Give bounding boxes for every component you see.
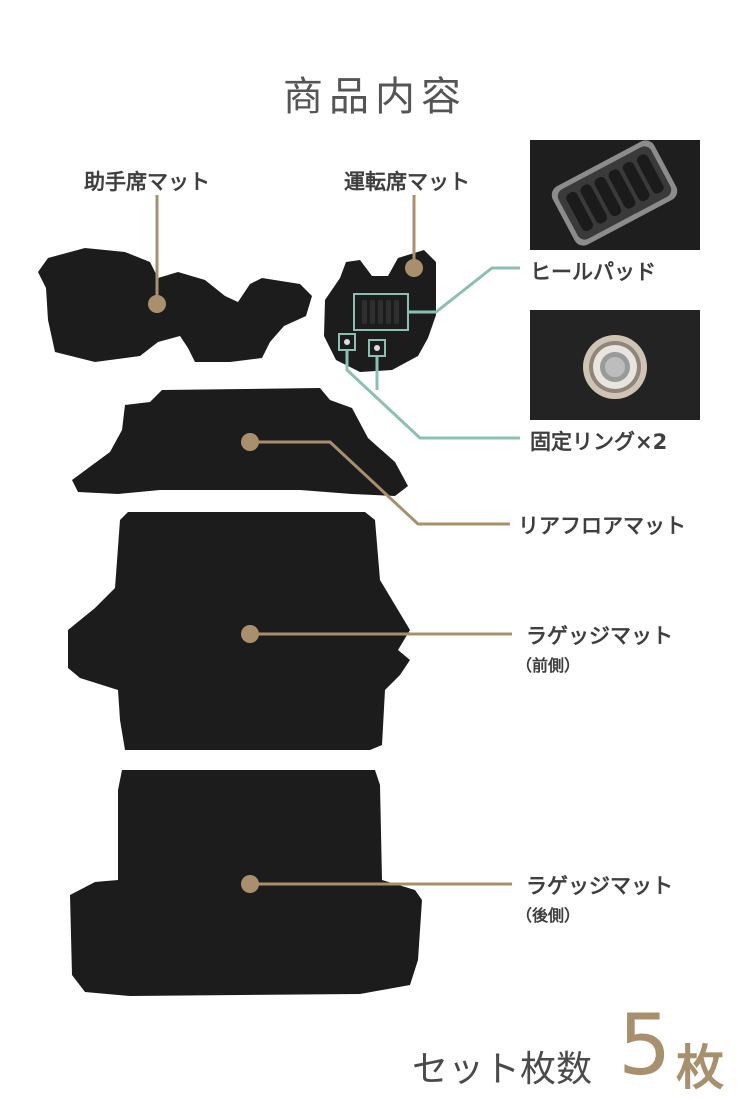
luggage-mat-rear-label: ラゲッジマット [526, 874, 673, 898]
page-title: 商品内容 [283, 74, 467, 120]
rear-floor-mat-label: リアフロアマット [518, 514, 686, 538]
heel-pad-photo [530, 140, 700, 250]
heel-pad-label: ヒールパッド [530, 260, 656, 284]
fixing-ring-label: 固定リング×2 [530, 430, 668, 454]
set-count-unit: 枚 [676, 1040, 725, 1096]
passenger-mat [38, 248, 312, 362]
luggage-mat-rear-sublabel: （後側） [516, 906, 581, 925]
luggage-mat-front-label: ラゲッジマット [526, 624, 673, 648]
set-count-number: 5 [618, 996, 672, 1094]
set-count-label: セット枚数 [412, 1049, 593, 1090]
passenger-mat-label: 助手席マット [84, 170, 210, 194]
luggage-mat-front-sublabel: （前側） [516, 656, 581, 675]
driver-mat-label: 運転席マット [344, 170, 470, 194]
fixing-ring-photo [530, 310, 700, 420]
luggage-mat-front [68, 512, 410, 750]
rear-floor-mat [72, 388, 408, 496]
